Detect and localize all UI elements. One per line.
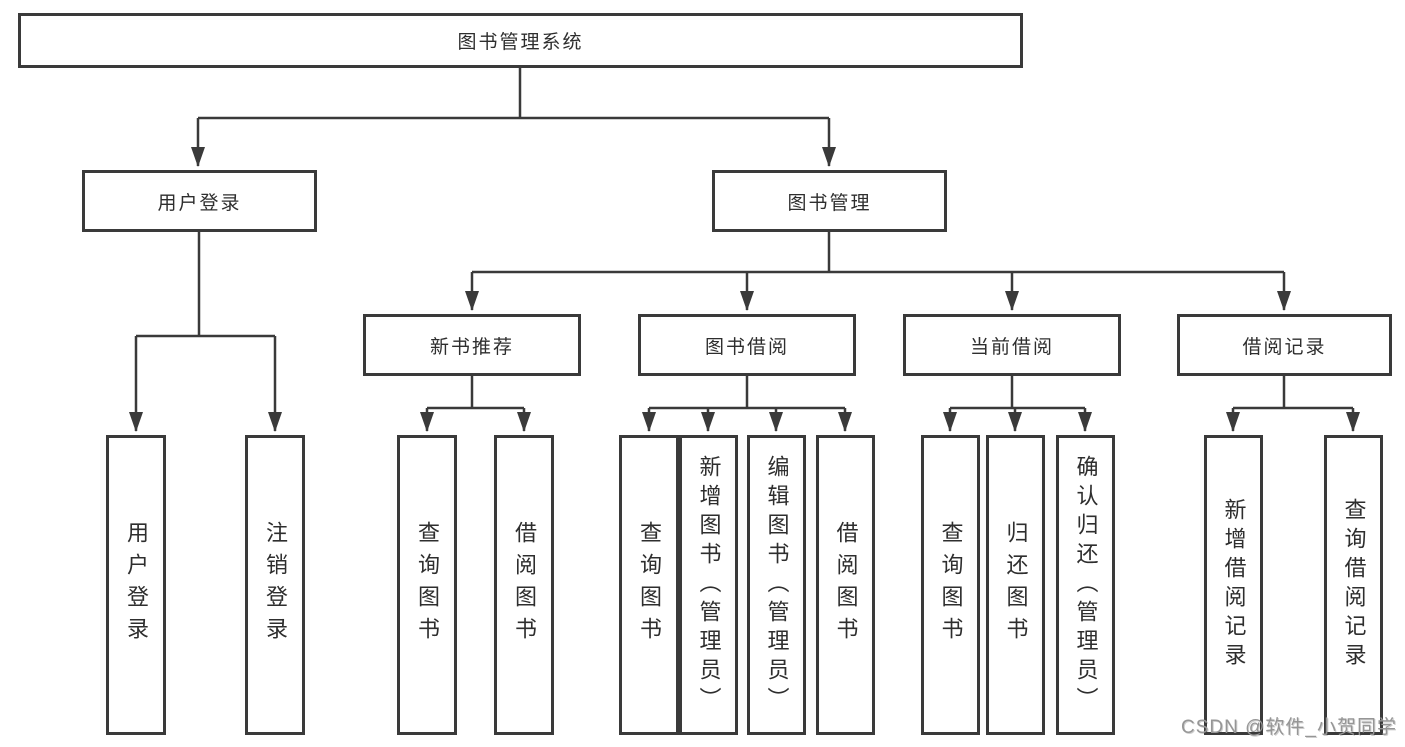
- node-add-borrow-record: 新增借阅记录: [1204, 435, 1263, 735]
- node-label: 新增图书（管理员）: [696, 454, 722, 716]
- watermark: CSDN @软件_小贺同学: [1181, 717, 1397, 738]
- node-label: 查询图书: [415, 521, 440, 649]
- node-borrow-books-recommend: 借阅图书: [494, 435, 554, 735]
- node-borrow-records: 借阅记录: [1177, 314, 1392, 376]
- node-label: 查询图书: [938, 521, 964, 649]
- node-label: 归还图书: [1003, 521, 1029, 649]
- node-library-system: 图书管理系统: [18, 13, 1023, 68]
- node-label: 借阅记录: [1242, 336, 1327, 358]
- node-user-login-leaf: 用户登录: [106, 435, 166, 735]
- node-label: 确认归还（管理员）: [1073, 454, 1099, 716]
- node-label: 借阅图书: [833, 521, 859, 649]
- node-book-borrowing: 图书借阅: [638, 314, 856, 376]
- node-borrow-books-borrowing: 借阅图书: [816, 435, 875, 735]
- node-label: 图书管理系统: [457, 32, 584, 53]
- node-label: 查询借阅记录: [1341, 498, 1367, 672]
- node-query-books-current: 查询图书: [921, 435, 980, 735]
- node-label: 查询图书: [637, 521, 662, 649]
- node-new-book-recommend: 新书推荐: [363, 314, 581, 376]
- node-label: 新增借阅记录: [1221, 498, 1247, 672]
- node-edit-books-admin: 编辑图书（管理员）: [747, 435, 806, 735]
- node-label: 当前借阅: [969, 336, 1054, 358]
- node-current-borrowing: 当前借阅: [903, 314, 1121, 376]
- node-label: 图书借阅: [704, 336, 789, 358]
- node-label: 借阅图书: [512, 521, 537, 649]
- node-label: 新书推荐: [429, 336, 514, 358]
- node-return-books: 归还图书: [986, 435, 1045, 735]
- node-query-books-borrowing: 查询图书: [619, 435, 679, 735]
- node-label: 用户登录: [157, 192, 242, 214]
- node-label: 用户登录: [124, 521, 149, 649]
- node-query-borrow-record: 查询借阅记录: [1324, 435, 1383, 735]
- node-query-books-recommend: 查询图书: [397, 435, 457, 735]
- node-add-books-admin: 新增图书（管理员）: [679, 435, 738, 735]
- node-label: 注销登录: [263, 521, 288, 649]
- node-confirm-return-admin: 确认归还（管理员）: [1056, 435, 1115, 735]
- node-user-login: 用户登录: [82, 170, 317, 232]
- node-logout: 注销登录: [245, 435, 305, 735]
- node-label: 图书管理: [787, 192, 872, 214]
- node-book-management: 图书管理: [712, 170, 947, 232]
- node-label: 编辑图书（管理员）: [764, 454, 790, 716]
